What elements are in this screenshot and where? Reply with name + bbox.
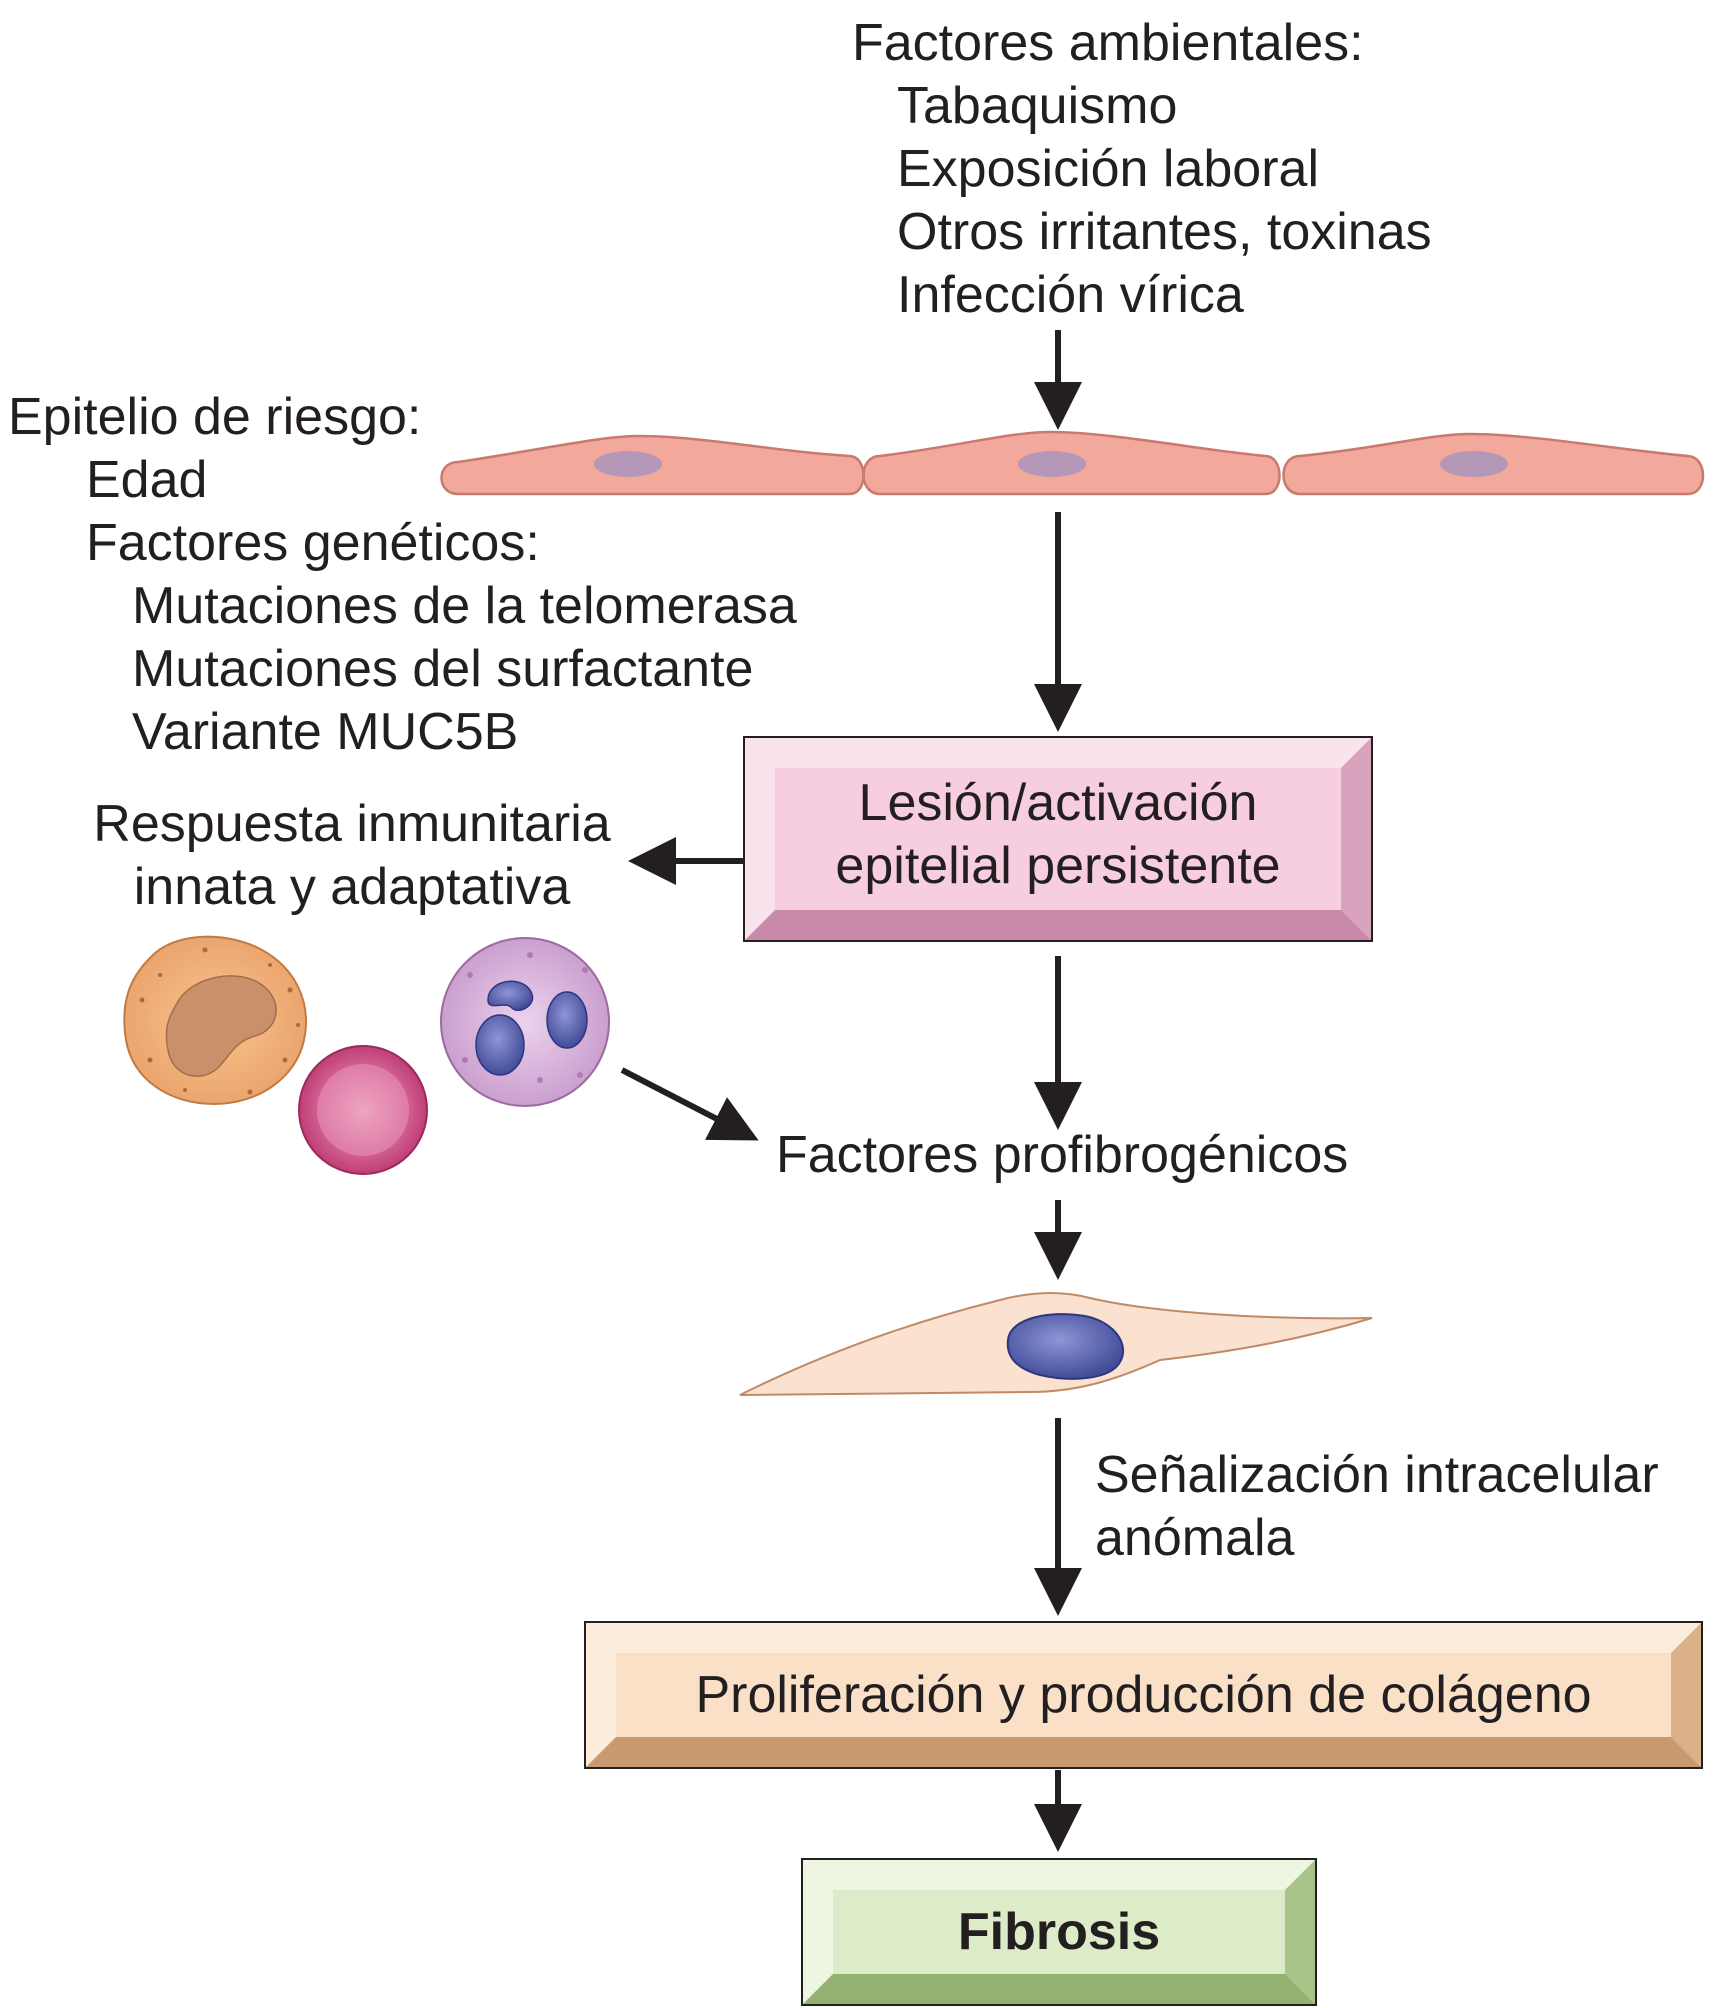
fibroblast — [739, 1291, 1373, 1396]
arrow-immune-to-profibrogenic — [620, 1067, 759, 1141]
injury-box-line1: Lesión/activación — [858, 774, 1258, 832]
fibrosis-box — [801, 1858, 1317, 2006]
at-risk-heading: Epitelio de riesgo: — [8, 388, 422, 446]
epithelial-nucleus — [594, 451, 662, 477]
genetic-item: Mutaciones del surfactante — [132, 640, 754, 698]
environmental-item: Exposición laboral — [897, 140, 1320, 198]
arrows — [620, 330, 1082, 1852]
neutrophil — [440, 937, 610, 1107]
genetic-item: Variante MUC5B — [132, 703, 519, 761]
profibrogenic-factors: Factores profibrogénicos — [776, 1126, 1349, 1184]
proliferation-box — [584, 1621, 1703, 1769]
epithelial-nucleus — [1018, 451, 1086, 477]
at-risk-age: Edad — [86, 451, 208, 509]
lymphocyte — [298, 1045, 428, 1175]
epithelial-cells — [440, 430, 1705, 496]
epithelial-nucleus — [1440, 451, 1508, 477]
immune-response-line2: innata y adaptativa — [133, 858, 571, 916]
immune-response-line1: Respuesta inmunitaria — [93, 795, 611, 853]
genetic-item: Mutaciones de la telomerasa — [132, 577, 797, 635]
environmental-item: Otros irritantes, toxinas — [897, 203, 1432, 261]
proliferation-box-label: Proliferación y producción de colágeno — [695, 1666, 1592, 1724]
environmental-heading: Factores ambientales: — [852, 14, 1364, 72]
environmental-item: Infección vírica — [897, 266, 1244, 324]
injury-box-line2: epitelial persistente — [835, 837, 1281, 895]
fibrosis-box-label: Fibrosis — [957, 1903, 1161, 1961]
immune-cells — [123, 935, 610, 1175]
genetic-heading: Factores genéticos: — [86, 514, 540, 572]
environmental-item: Tabaquismo — [897, 77, 1178, 135]
injury-box — [743, 736, 1373, 942]
signaling-line2: anómala — [1095, 1509, 1295, 1567]
macrophage — [123, 935, 307, 1106]
signaling-line1: Señalización intracelular — [1095, 1446, 1659, 1504]
